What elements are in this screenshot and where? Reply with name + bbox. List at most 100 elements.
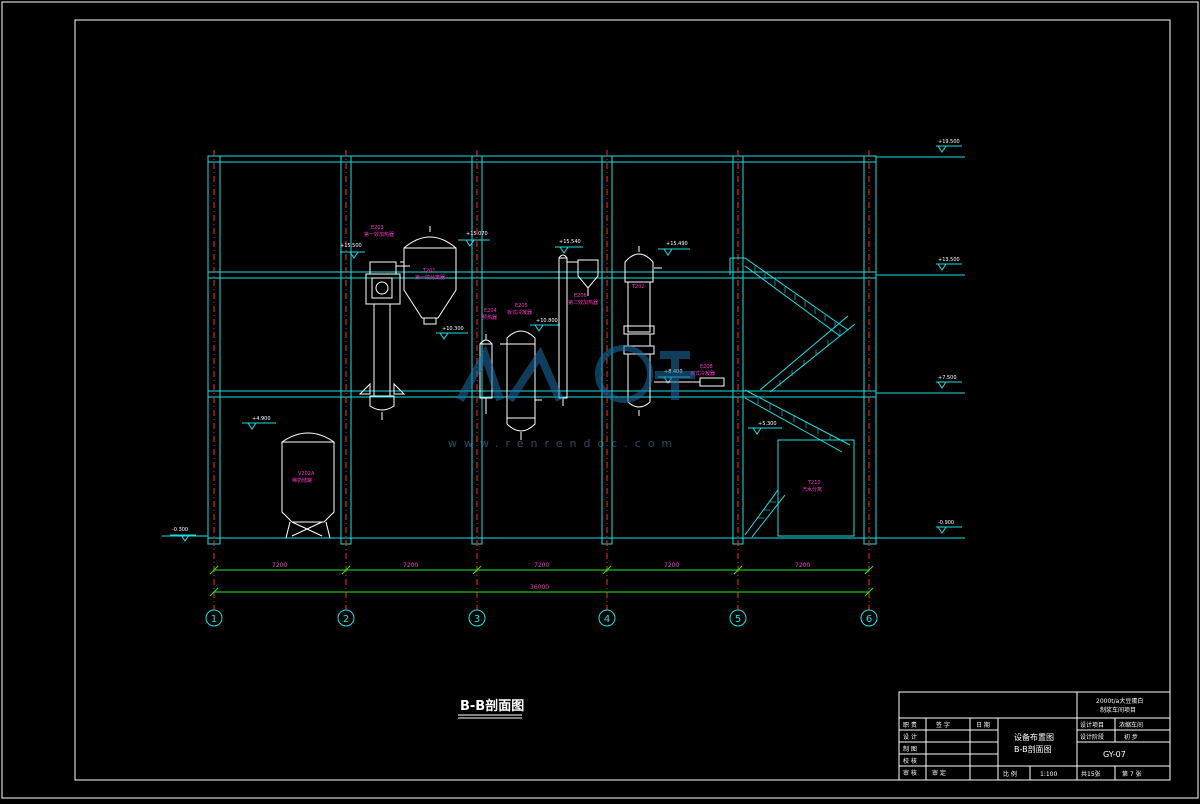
equipment-tag: E204 — [484, 308, 497, 314]
role-label: 审 核 — [903, 769, 917, 777]
equipment-name: 汽水分离 — [802, 486, 822, 493]
equipment-tag: E206 — [574, 293, 587, 299]
axis-number: 6 — [866, 614, 872, 625]
equipment-graphics — [281, 226, 725, 539]
watermark-text: www.renrendoc.com — [448, 437, 679, 450]
span-dimension: 7200 — [664, 562, 679, 569]
condenser-e205 — [500, 330, 542, 440]
axis-bubble: 5 — [729, 609, 747, 627]
drawing-name: 设备布置图 — [1014, 732, 1054, 742]
date-column-label: 日 期 — [976, 721, 990, 729]
role-label: 校 核 — [903, 757, 917, 765]
column-6 — [863, 155, 877, 545]
scale-label: 比 例 — [1003, 770, 1017, 778]
level-label: +19.500 — [938, 139, 960, 145]
axis-bubble: 2 — [337, 609, 355, 627]
section-title: B-B剖面图 — [458, 698, 524, 719]
design-item-value: 浓缩车间 — [1119, 721, 1143, 729]
equipment-name: 板式冷凝器 — [507, 309, 532, 316]
inner-frame — [74, 19, 1171, 781]
axis-number: 5 — [735, 614, 741, 625]
level-marker: -0.300 — [170, 527, 196, 542]
tank-v202a — [281, 432, 335, 539]
axis-bubble: 1 — [205, 609, 223, 627]
drawing-subname: B-B剖面图 — [1014, 744, 1052, 754]
level-label: +13.500 — [938, 257, 960, 263]
axis-number: 4 — [604, 614, 610, 625]
axis-number: 3 — [474, 614, 480, 625]
signature-column-label: 签 字 — [936, 721, 950, 729]
level-label: +5.300 — [758, 421, 777, 427]
equipment-tag: E205 — [515, 303, 528, 309]
role-label: 制 图 — [903, 745, 917, 753]
equipment-tag: T210 — [807, 480, 821, 486]
equipment-labels: E203 第一效加热器 T201 第一效分离器 E204 预热器 E205 板式… — [292, 225, 822, 493]
equipment-name: 稀奶储罐 — [292, 477, 312, 484]
title-block: 2000t/a大豆蛋白 制浆车间项目 职 责 设 计 制 图 校 核 审 核 审… — [898, 691, 1171, 781]
equipment-tag: T201 — [422, 268, 436, 274]
equipment-name: 第一效加热器 — [364, 231, 394, 238]
level-marker: +5.300 — [748, 421, 782, 435]
level-label: +15.490 — [666, 241, 688, 247]
span-dimension: 7200 — [534, 562, 549, 569]
staircase — [729, 257, 856, 538]
equipment-tag: T202 — [631, 284, 645, 290]
level-marker: +7.500 — [936, 375, 962, 389]
level-label: +15.500 — [340, 243, 362, 249]
axis-bubbles: 1 2 3 4 5 6 — [205, 609, 878, 627]
level-marker: +15.500 — [340, 243, 365, 259]
drawing-number: GY-07 — [1103, 750, 1126, 759]
level-marker: +10.800 — [530, 318, 560, 332]
dimension-lines: 7200 7200 7200 7200 7200 36000 — [209, 562, 874, 597]
project-name-line2: 制浆车间项目 — [1100, 706, 1136, 714]
level-marker: +15.490 — [658, 241, 690, 256]
scale-value: 1:100 — [1040, 771, 1057, 778]
level-label: +15.540 — [559, 239, 581, 245]
equipment-tag: V202A — [298, 471, 315, 477]
design-stage-label: 设计阶段 — [1080, 733, 1104, 741]
axis-bubble: 3 — [468, 609, 486, 627]
sheet-number: 第 7 张 — [1122, 770, 1142, 778]
level-lines — [162, 156, 965, 539]
floor-slab-13-5 — [207, 271, 877, 279]
section-title-text: B-B剖面图 — [460, 698, 524, 714]
equipment-tag: E203 — [371, 225, 384, 231]
role-label: 审 定 — [932, 769, 946, 777]
total-sheets: 共15张 — [1081, 770, 1101, 778]
watermark-logo — [456, 345, 695, 403]
level-marker: +15.540 — [555, 239, 583, 254]
roof-slab — [207, 155, 877, 163]
level-marker: +10.300 — [436, 326, 468, 340]
equipment-name: 第二效加热器 — [568, 299, 598, 306]
level-marker: +4.900 — [242, 416, 276, 430]
separator-t201 — [400, 226, 457, 325]
project-name: 2000t/a大豆蛋白 — [1096, 697, 1143, 705]
level-label: -0.900 — [938, 520, 954, 526]
level-label: +10.800 — [536, 318, 558, 324]
level-label: +10.300 — [442, 326, 464, 332]
equipment-tag: E208 — [700, 364, 713, 370]
level-label: +4.900 — [252, 416, 271, 422]
equipment-name: 第一效分离器 — [415, 274, 445, 281]
floor-slab-7-5 — [207, 390, 877, 398]
level-marker: +13.500 — [936, 257, 962, 271]
role-label: 设 计 — [903, 733, 917, 741]
design-stage-value: 初 步 — [1124, 733, 1138, 741]
level-markers: +19.500 +13.500 +7.500 -0.900 -0.300 +15… — [170, 139, 962, 542]
level-marker: -0.900 — [936, 520, 962, 534]
axis-bubble: 6 — [860, 609, 878, 627]
heater-e203 — [358, 261, 410, 420]
level-label: -0.300 — [172, 527, 188, 533]
level-marker: +15.070 — [458, 231, 490, 247]
design-item-label: 设计项目 — [1080, 721, 1104, 729]
span-dimension: 7200 — [272, 562, 287, 569]
axis-number: 1 — [211, 614, 217, 625]
level-label: +15.070 — [466, 231, 488, 237]
level-marker: +19.500 — [936, 139, 962, 153]
total-dimension: 36000 — [530, 584, 549, 591]
watermark: www.renrendoc.com — [448, 345, 695, 450]
axis-number: 2 — [343, 614, 349, 625]
